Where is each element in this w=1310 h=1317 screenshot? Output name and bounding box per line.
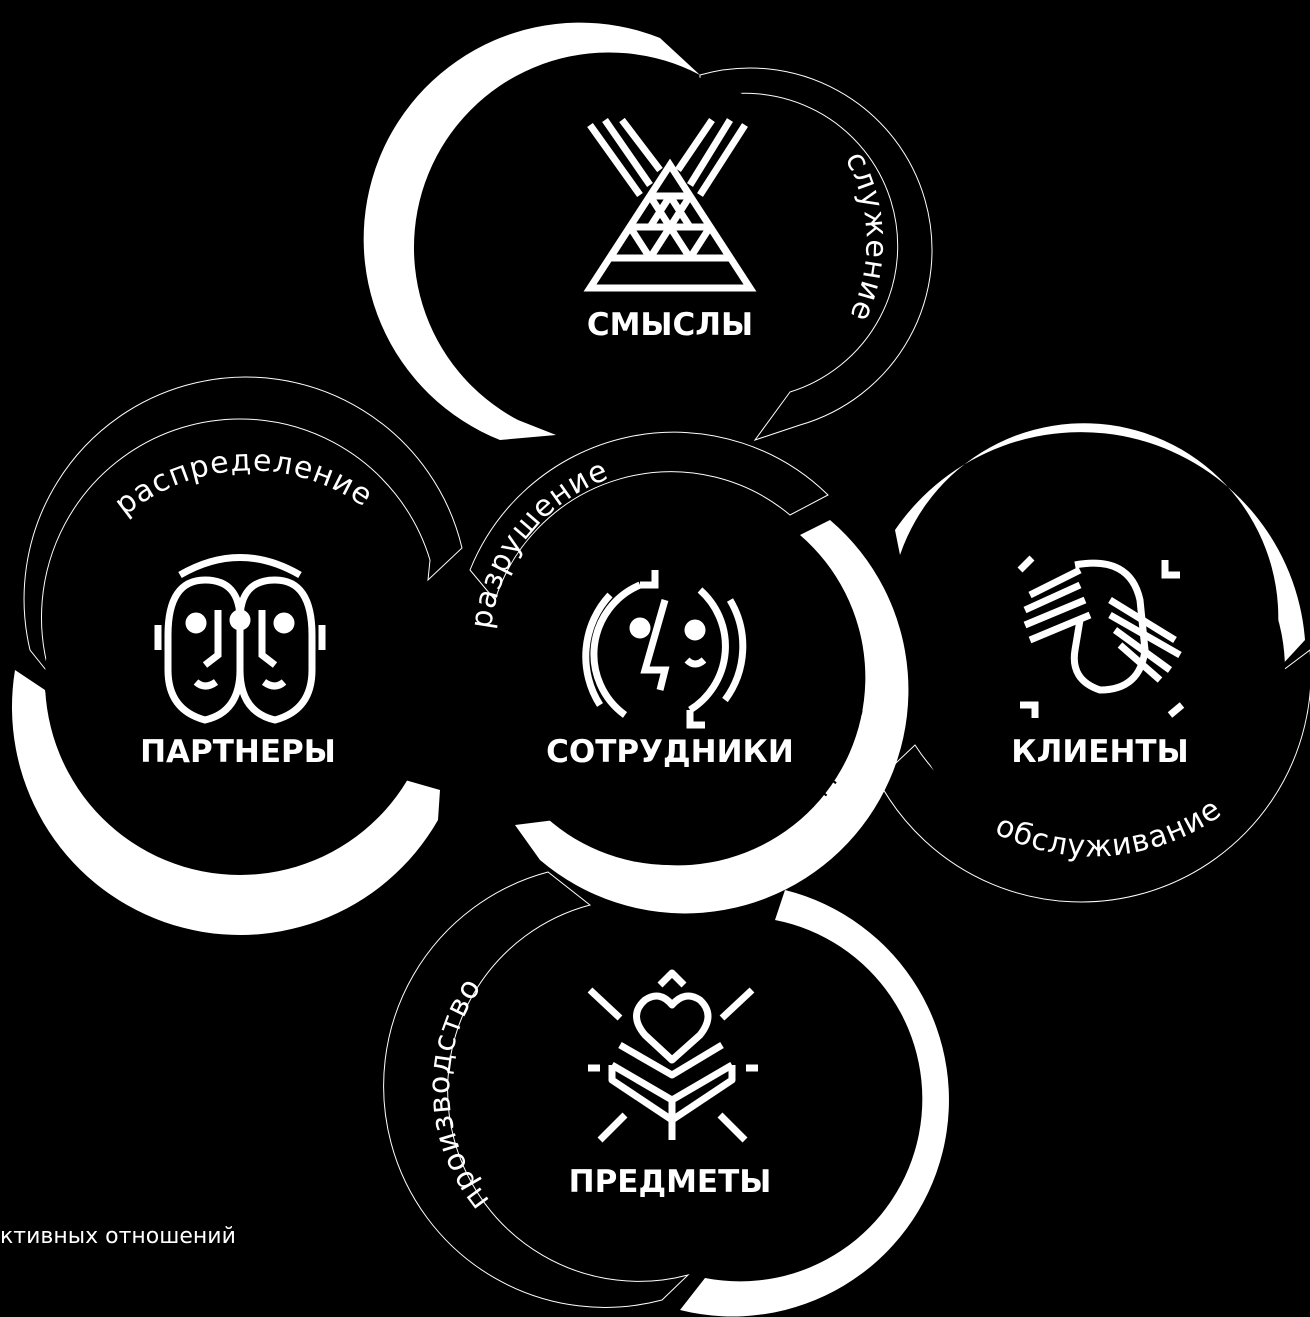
bottom-node-title: ПРЕДМЕТЫ [569,1164,772,1200]
right-node-title: КЛИЕНТЫ [1011,734,1188,770]
two-faces-icon [154,554,326,724]
face-cycle-icon [582,570,747,729]
caption-text: ктивных отношений [0,1224,236,1249]
left-node-title: ПАРТНЕРЫ [140,734,336,770]
handshake-icon [1017,555,1185,718]
center-node-title: СОТРУДНИКИ [546,734,794,770]
pyramid-icon [583,117,757,292]
right-node-ring [867,423,1310,903]
center-node-ring [450,431,909,914]
heart-box-icon [587,969,758,1143]
top-node-title: СМЫСЛЫ [587,307,753,343]
